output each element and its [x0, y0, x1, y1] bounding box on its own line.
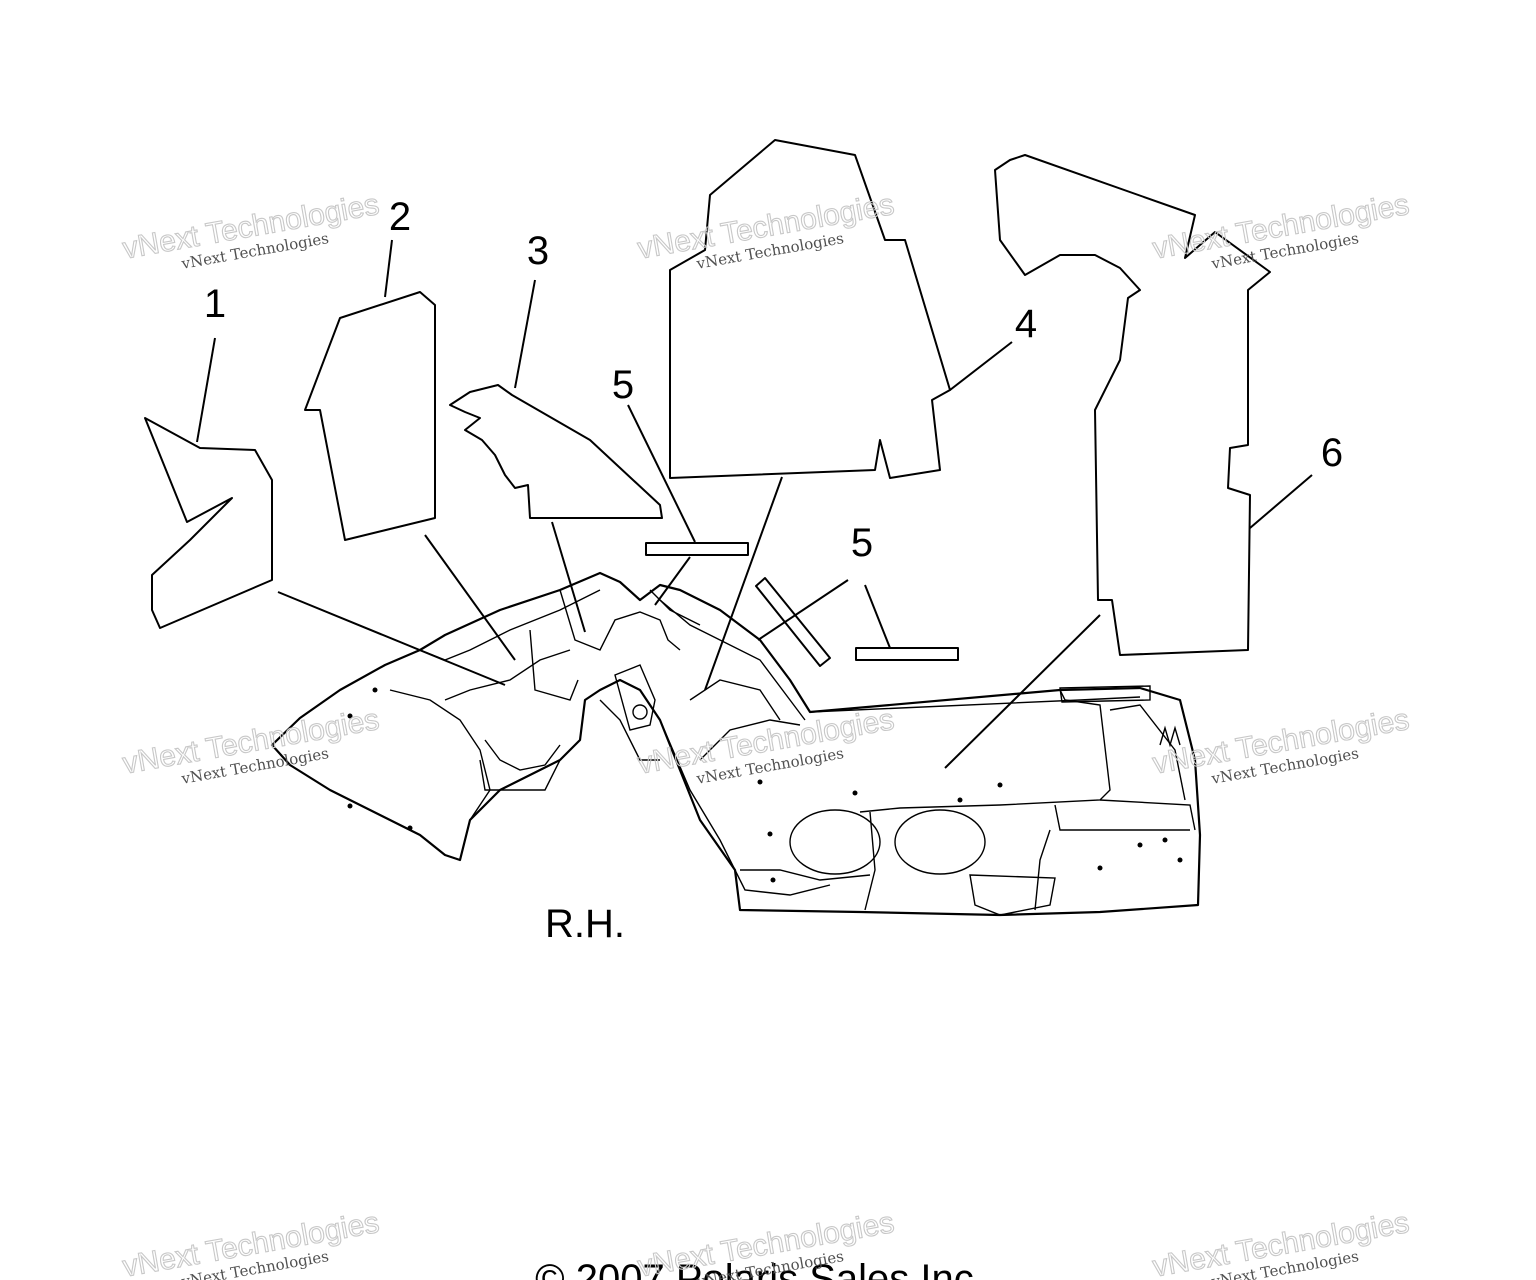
- part-5-strip-upper: [645, 542, 749, 556]
- callout-1: 1: [204, 282, 226, 326]
- part-4-pad: [669, 139, 951, 479]
- callout-5-lower: 5: [851, 521, 873, 565]
- callout-3: 3: [527, 229, 549, 273]
- part-6-pad: [994, 154, 1271, 656]
- part-2-pad: [304, 291, 436, 541]
- side-label: R.H.: [545, 902, 625, 946]
- callout-5-upper: 5: [612, 363, 634, 407]
- leader-lines: [196, 239, 1313, 769]
- callout-6: 6: [1321, 431, 1343, 475]
- part-5-strip-diagonal: [755, 577, 831, 667]
- part-5-strip-lower: [855, 647, 959, 661]
- callout-4: 4: [1015, 302, 1037, 346]
- callout-2: 2: [389, 195, 411, 239]
- part-1-pad: [144, 417, 273, 629]
- copyright-text: © 2007 Polaris Sales Inc.: [535, 1257, 985, 1280]
- body-assembly: [270, 571, 1202, 917]
- part-3-pad: [449, 384, 663, 519]
